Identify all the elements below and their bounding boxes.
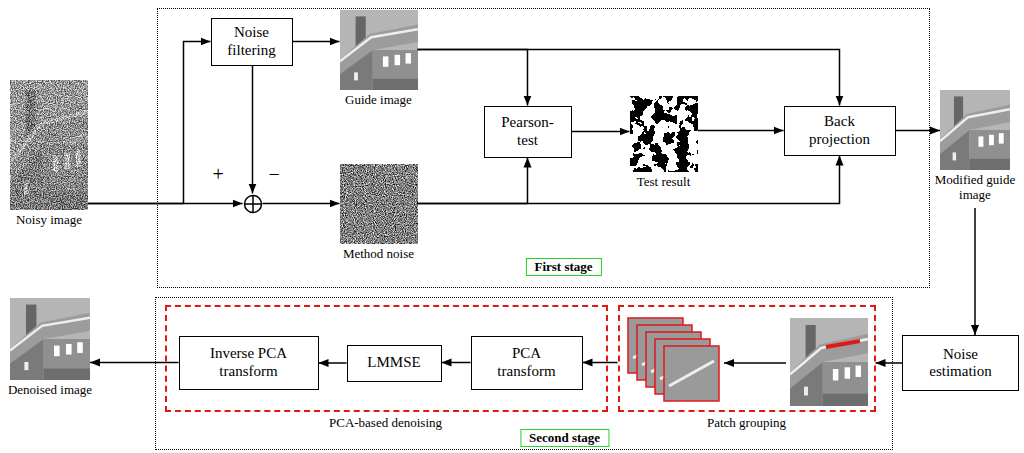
image-panel: Test result	[630, 96, 698, 172]
patch-frame	[664, 346, 719, 401]
house-picture	[10, 80, 88, 210]
sum-junction: +−	[243, 194, 263, 214]
flow-arrow	[88, 203, 243, 205]
flow-arrow	[319, 362, 347, 364]
process-box: Noise filtering	[211, 18, 293, 66]
image-panel: Modified guide image	[940, 90, 1010, 170]
house-picture	[790, 318, 868, 406]
flow-arrow	[293, 41, 340, 43]
flow-arrow	[88, 42, 211, 204]
stage-region: Second stagePCA-based denoisingInverse P…	[155, 297, 893, 450]
patch-edge	[669, 361, 714, 386]
noisy-picture	[10, 80, 88, 210]
group-label: Patch grouping	[704, 415, 789, 431]
box-label: Noise estimation	[913, 346, 1008, 381]
sum-circle	[244, 195, 261, 212]
sign-label: −	[269, 164, 280, 184]
noise-ground	[340, 164, 418, 244]
process-box: Noise estimation	[902, 335, 1019, 391]
group-region: Patch grouping	[618, 305, 876, 412]
image-caption: Noisy image	[4, 213, 94, 228]
flow-arrow	[896, 130, 941, 132]
patch-house-picture	[790, 318, 868, 406]
flow-arrow	[418, 158, 528, 204]
patch	[664, 346, 719, 401]
process-box: Inverse PCA transform	[179, 336, 319, 390]
group-label: PCA-based denoising	[326, 415, 445, 431]
inner-arrow	[724, 362, 786, 364]
sign-label: +	[213, 164, 224, 184]
method-noise-picture	[340, 164, 418, 244]
denoised-picture	[10, 298, 90, 380]
image-caption: Method noise	[329, 247, 429, 262]
stage-label: First stage	[525, 258, 601, 276]
flow-arrow	[418, 50, 528, 106]
box-label: LMMSE	[367, 354, 420, 371]
image-caption: Modified guide image	[933, 173, 1017, 203]
stage-region: First stageNoise filteringGuide image+−M…	[157, 8, 930, 288]
image-panel: Method noise	[340, 164, 418, 244]
flow-arrow	[583, 362, 618, 364]
flow-arrow	[442, 362, 471, 364]
patch-stack	[628, 318, 719, 401]
process-box: Back projection	[784, 106, 896, 156]
image-panel: Denoised image	[10, 298, 90, 380]
box-label: Noise filtering	[222, 24, 282, 59]
group-region: PCA-based denoisingInverse PCA transform…	[165, 305, 608, 412]
test-result-picture	[630, 96, 698, 172]
noise-overlay	[10, 80, 88, 210]
flow-arrow	[698, 130, 784, 132]
image-panel: Noisy image	[10, 80, 88, 210]
stage-label: Second stage	[520, 429, 609, 447]
box-label: Pearson- test	[495, 114, 561, 149]
sum-cross	[244, 195, 261, 212]
patch-marks	[826, 341, 860, 347]
image-caption: Guide image	[334, 93, 424, 108]
sum-symbol	[243, 194, 263, 214]
flow-arrow	[876, 362, 903, 364]
connector-group	[88, 42, 975, 364]
process-box: Pearson- test	[484, 106, 572, 158]
image-caption: Denoised image	[0, 383, 100, 398]
flow-arrow	[263, 203, 340, 205]
process-box: LMMSE	[347, 345, 442, 382]
flow-arrow	[974, 208, 976, 335]
image-panel: Guide image	[340, 10, 418, 90]
box-label: Inverse PCA transform	[190, 345, 308, 380]
box-label: Back projection	[795, 113, 885, 148]
process-box: PCA transform	[471, 336, 583, 390]
guide-picture	[340, 10, 418, 90]
flow-arrow	[252, 66, 254, 194]
box-label: PCA transform	[482, 345, 572, 380]
flow-arrow	[418, 50, 840, 106]
flow-arrow	[418, 156, 840, 204]
image-caption: Test result	[619, 175, 709, 190]
noise-texture	[340, 164, 418, 244]
flow-arrow	[572, 131, 630, 133]
modified-guide-picture	[940, 90, 1010, 170]
